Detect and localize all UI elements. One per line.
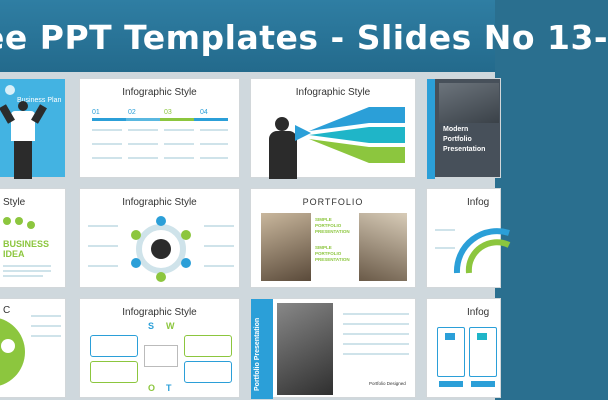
bulb-dollar-icon — [3, 217, 37, 233]
swot-center-box — [144, 345, 178, 367]
slide-portfolio-presentation[interactable]: Portfolio Presentation Portfolio Designe… — [250, 298, 416, 399]
card-2 — [469, 327, 497, 377]
hub-diagram — [131, 216, 191, 282]
slide-title: Style — [3, 197, 26, 208]
arrow-fan-graphic — [309, 107, 405, 163]
card-1 — [437, 327, 465, 377]
slide-title: Infographic Style — [122, 197, 197, 208]
slide-grid: Business Plan Infographic Style 01 02 03… — [0, 72, 511, 400]
portfolio-photo-1 — [261, 213, 311, 281]
step-02: 02 — [128, 109, 136, 116]
portfolio-designed: Portfolio Designed — [369, 381, 406, 386]
banner: ee PPT Templates - Slides No 13- — [0, 0, 608, 72]
speaker-silhouette — [269, 117, 297, 179]
slide-title: Infographic Style — [122, 307, 197, 318]
megaphone-icon — [295, 125, 311, 141]
lightbulb-icon — [5, 85, 15, 95]
slide-modern-portfolio[interactable]: Modern Portfolio Presentation — [426, 78, 501, 179]
slide-title: Infographic Style — [295, 87, 371, 98]
step-03: 03 — [164, 109, 172, 116]
slide-infographic-4[interactable]: Infog — [426, 188, 511, 288]
swot-s: S — [148, 321, 155, 331]
arc-graphic — [453, 228, 511, 274]
slide-infographic-1[interactable]: Infographic Style 01 02 03 04 — [79, 78, 240, 178]
monitor-icon — [445, 333, 455, 340]
business-word: BUSINESS — [3, 239, 50, 249]
chart-icon — [477, 333, 487, 340]
slide-swot[interactable]: Infographic Style S W O T — [79, 298, 240, 398]
slide-title: C — [3, 305, 11, 316]
slide-title: PORTFOLIO — [302, 197, 364, 207]
portfolio-text-2: SIMPLE PORTFOLIO PRESENTATION — [315, 245, 350, 262]
portfolio-photo-2 — [359, 213, 407, 281]
businessman-silhouette — [0, 101, 47, 179]
modern-portfolio-title: Modern Portfolio Presentation — [443, 126, 486, 153]
portfolio-desk-photo — [277, 303, 333, 395]
slide-business-idea[interactable]: Style BUSINESS IDEA — [0, 188, 66, 288]
slide-title: Infog — [467, 197, 490, 208]
business-plan-title: Business Plan — [17, 97, 62, 104]
swot-w: W — [166, 321, 175, 331]
vertical-title: Portfolio Presentation — [254, 317, 261, 391]
slide-title: Infographic Style — [122, 87, 197, 98]
slide-infographic-3[interactable]: Infographic Style — [79, 188, 240, 288]
step-04: 04 — [200, 109, 208, 116]
swot-t: T — [166, 383, 172, 393]
slide-infographic-2[interactable]: Infographic Style — [250, 78, 416, 179]
slide-infographic-5[interactable]: Infog — [426, 298, 501, 398]
slide-business-plan[interactable]: Business Plan — [0, 78, 66, 179]
banner-title: ee PPT Templates - Slides No 13- — [0, 18, 608, 57]
portfolio-text-1: SIMPLE PORTFOLIO PRESENTATION — [315, 217, 350, 234]
slide-green-c[interactable]: C — [0, 298, 66, 398]
slide-title: Infog — [467, 307, 490, 318]
slide-portfolio[interactable]: PORTFOLIO SIMPLE PORTFOLIO PRESENTATION … — [250, 188, 416, 288]
idea-word: IDEA — [3, 249, 25, 259]
dollar-circle-icon — [1, 339, 15, 353]
step-01: 01 — [92, 109, 100, 116]
swot-o: O — [148, 383, 156, 393]
portfolio-accent-bar — [427, 79, 435, 179]
vertical-blue-bar — [251, 299, 273, 399]
